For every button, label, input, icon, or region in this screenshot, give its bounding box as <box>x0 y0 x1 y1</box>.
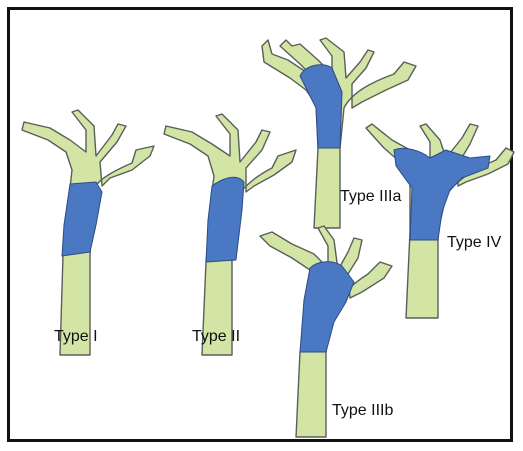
label-type-2: Type II <box>192 328 241 345</box>
label-type-4: Type IV <box>447 234 502 251</box>
diagram-type-2 <box>163 113 297 356</box>
tumor-region <box>393 147 491 241</box>
diagram-type-1 <box>21 109 155 356</box>
tumor-region <box>299 261 355 353</box>
diagram-type-3a <box>261 37 417 229</box>
label-type-3a: Type IIIa <box>340 188 402 205</box>
label-type-1: Type I <box>54 328 98 345</box>
diagram-type-3b <box>259 225 393 438</box>
tumor-region <box>61 181 103 257</box>
tumor-region <box>205 176 245 263</box>
tumor-region <box>299 64 343 149</box>
diagram-type-4 <box>365 123 515 319</box>
label-type-3b: Type IIIb <box>332 402 394 419</box>
